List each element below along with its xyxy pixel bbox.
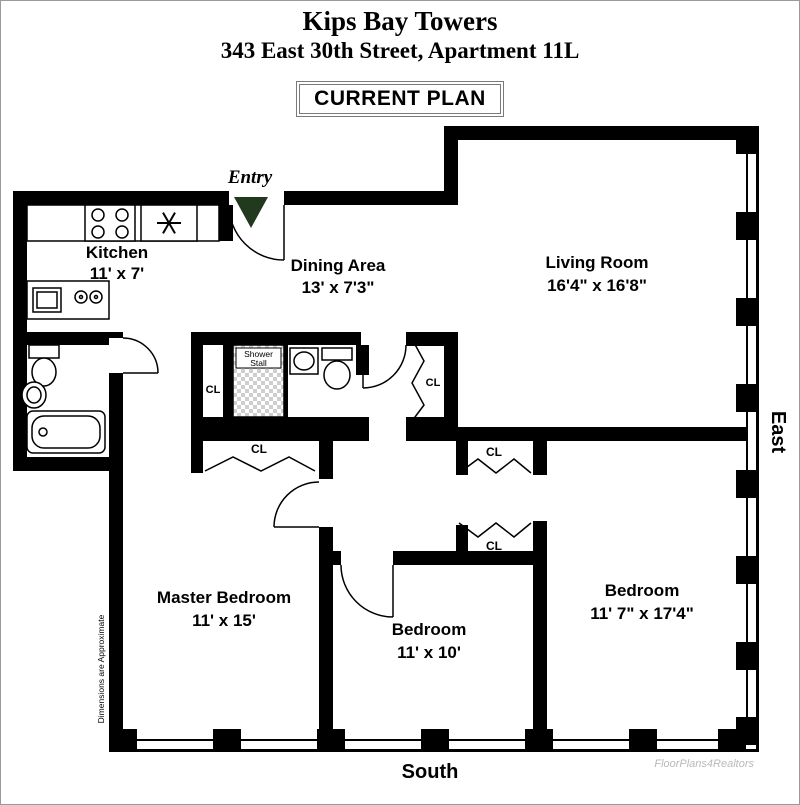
living-room-label: Living Room — [546, 253, 649, 272]
closet4-label: CL — [486, 539, 502, 553]
entry-marker-icon — [234, 197, 268, 228]
living-room-dims: 16'4" x 16'8" — [547, 276, 647, 295]
hall-door-arc — [362, 344, 407, 389]
closet-left-label: CL — [206, 384, 221, 396]
shower-stall-label-2: Stall — [250, 358, 267, 368]
bifold-doors-closet3 — [458, 458, 532, 474]
bifold-doors-closet-right — [411, 338, 425, 422]
current-plan-badge-row: CURRENT PLAN — [1, 84, 799, 114]
bedroom-right-label: Bedroom — [605, 581, 680, 600]
page-title: Kips Bay Towers — [302, 6, 498, 36]
entry-label: Entry — [227, 167, 273, 188]
toilet-icon — [28, 344, 60, 387]
bifold-doors-master-closet — [204, 456, 316, 472]
east-label: East — [767, 411, 789, 454]
bath2-toilet-icon — [321, 347, 353, 390]
page-subtitle: 343 East 30th Street, Apartment 11L — [220, 38, 580, 63]
shower-stall: Shower Stall — [232, 344, 285, 418]
kitchen-dims: 11' x 7' — [90, 264, 144, 283]
current-plan-badge: CURRENT PLAN — [299, 84, 501, 114]
kitchen-sink-icon — [32, 287, 62, 313]
glasses-icon — [74, 290, 103, 304]
bedroom-right-dims: 11' 7" x 17'4" — [590, 604, 694, 623]
kitchen-label: Kitchen — [86, 243, 148, 262]
kitchen-sink-counter — [26, 280, 110, 320]
watermark: FloorPlans4Realtors — [654, 758, 754, 770]
shower-stall-label-1: Shower — [244, 349, 273, 359]
bath2-sink-icon — [289, 347, 319, 375]
closet3-label: CL — [486, 445, 502, 459]
window-band-south — [109, 729, 759, 752]
master-bedroom-label: Master Bedroom — [157, 588, 291, 607]
walls — [13, 126, 746, 749]
bedroom2-door-arc — [340, 564, 394, 618]
bedroom-center-label: Bedroom — [392, 620, 467, 639]
bedroom-center-dims: 11' x 10' — [397, 643, 461, 662]
entry-door-arc — [228, 204, 285, 261]
closet-right-label: CL — [426, 377, 441, 389]
appliance-icon — [140, 204, 198, 242]
bifold-doors-closet4 — [458, 522, 532, 538]
bath-sink-icon — [21, 381, 47, 409]
master-door-arc — [273, 481, 320, 528]
dimensions-disclaimer: Dimensions are Approximate — [96, 614, 106, 723]
stove-icon — [84, 204, 136, 242]
master-bedroom-dims: 11' x 15' — [192, 611, 256, 630]
south-label: South — [402, 761, 459, 783]
closet-master-label: CL — [251, 442, 267, 456]
bathtub-icon — [26, 410, 106, 454]
bathroom-door-arc — [122, 337, 159, 374]
dining-area-label: Dining Area — [291, 256, 386, 275]
dining-area-dims: 13' x 7'3" — [302, 278, 375, 297]
